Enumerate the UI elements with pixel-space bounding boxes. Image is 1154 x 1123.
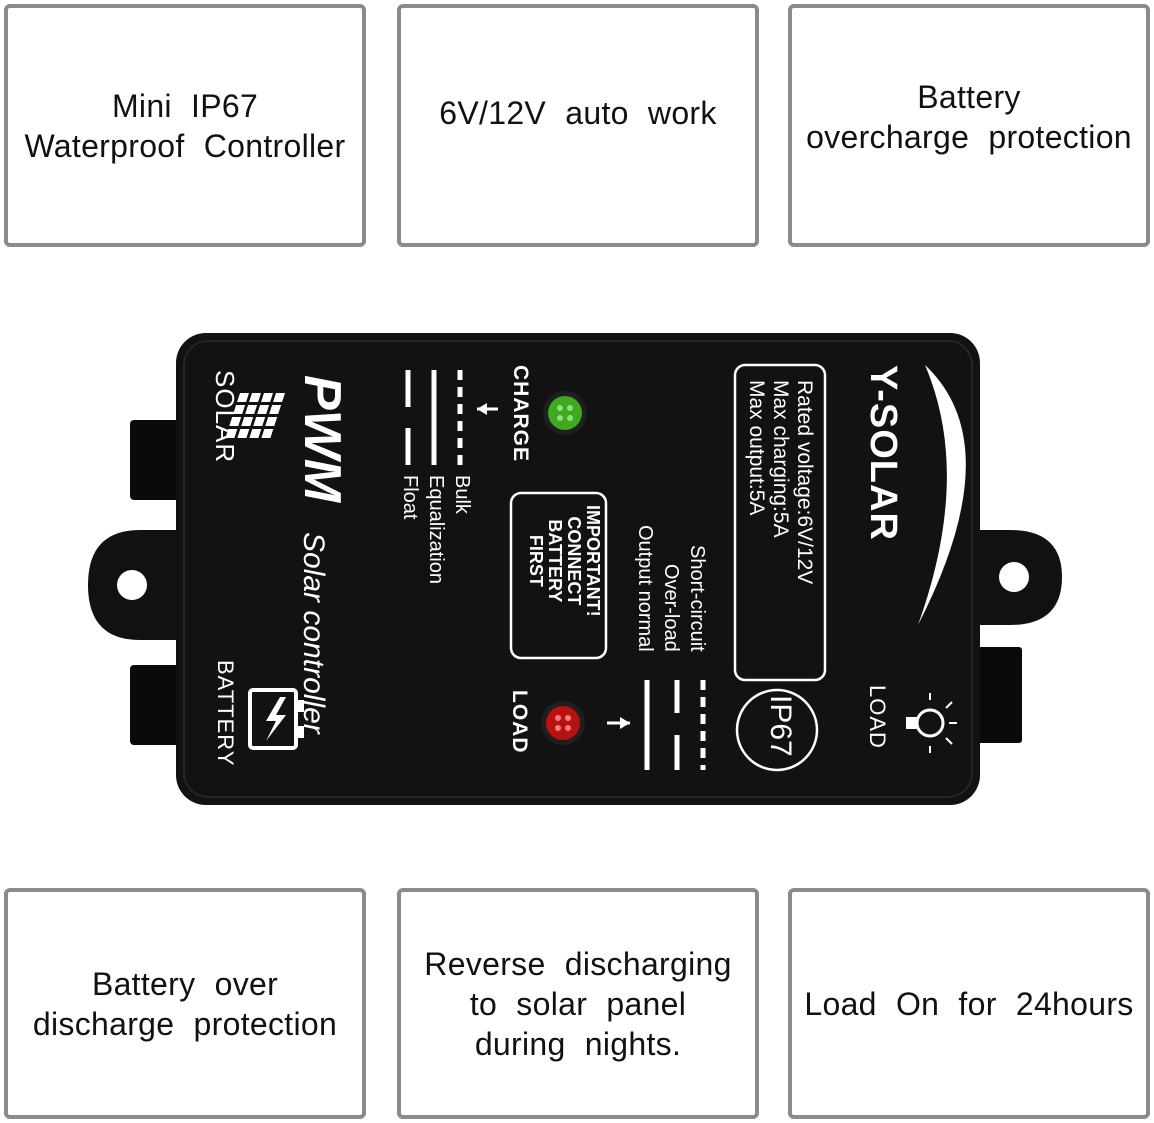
load-modes-label: Short-circuit Over-load Output normal: [632, 525, 710, 652]
rated-voltage-spec: Rated voltage:6V/12V: [793, 380, 816, 585]
arrow-icon: [477, 403, 498, 415]
solar-panel-icon: [225, 393, 285, 438]
warning-line: CONNECT: [564, 516, 584, 606]
battery-port-label: BATTERY: [213, 660, 238, 767]
specs-frame: [733, 363, 827, 682]
solar-connector: [130, 420, 190, 500]
product-type-label: PWM: [293, 375, 351, 503]
warning-line: BATTERY: [545, 519, 565, 603]
over-load-label: Over-load: [660, 563, 682, 652]
ip67-badge-circle: [735, 688, 819, 772]
battery-icon: [248, 688, 304, 750]
feature-box-overcharge: Battery overcharge protection: [788, 4, 1150, 247]
right-mount-hole: [999, 562, 1029, 592]
equalization-label: Equalization: [425, 475, 447, 584]
feature-text: discharge protection: [32, 1005, 338, 1042]
warning-line: FIRST: [526, 534, 546, 587]
feature-text: Load On for 24hours: [804, 985, 1134, 1022]
controller-casing: [176, 333, 980, 805]
feature-text: Mini IP67: [111, 87, 259, 124]
feature-text: Reverse discharging: [424, 945, 732, 982]
max-output-spec: Max output:5A: [745, 380, 768, 516]
feature-text: Battery: [917, 78, 1021, 115]
warning-line: IMPORTANT!: [583, 505, 603, 617]
feature-text: overcharge protection: [806, 118, 1132, 155]
feature-text: Battery over: [91, 965, 279, 1002]
warning-label: IMPORTANT! CONNECT BATTERY FIRST: [526, 505, 603, 617]
load-led-label: LOAD: [508, 690, 531, 754]
logo-swoosh: [918, 365, 966, 625]
bulk-label: Bulk: [451, 475, 473, 514]
arrow-icon: [607, 717, 630, 729]
feature-box-reverse-discharge: Reverse discharging to solar panel durin…: [397, 888, 759, 1119]
left-mount-hole: [117, 570, 147, 600]
feature-text: during nights.: [474, 1025, 682, 1062]
specs-label: Rated voltage:6V/12V Max charging:5A Max…: [744, 380, 816, 584]
charge-led-label: CHARGE: [509, 365, 532, 463]
short-circuit-label: Short-circuit: [686, 545, 708, 652]
warning-frame: [509, 491, 608, 660]
load-connector: [970, 647, 1022, 743]
charge-modes-label: Bulk Equalization Float: [397, 475, 475, 584]
brand-logo: Y-SOLAR: [862, 365, 904, 541]
max-charging-spec: Max charging:5A: [769, 380, 792, 538]
output-normal-label: Output normal: [634, 525, 656, 652]
solar-port-label: SOLAR: [210, 370, 240, 464]
load-led: [546, 706, 580, 740]
feature-text: Waterproof Controller: [24, 127, 346, 164]
feature-text: to solar panel: [469, 985, 687, 1022]
feature-box-auto-voltage: 6V/12V auto work: [397, 4, 759, 247]
feature-text: 6V/12V auto work: [439, 94, 717, 131]
float-label: Float: [399, 475, 421, 520]
bulb-icon: [906, 693, 957, 753]
charge-led: [548, 396, 582, 430]
load-port-label: LOAD: [865, 685, 890, 749]
controller-body-graphic: [88, 333, 1062, 805]
feature-box-waterproof: Mini IP67 Waterproof Controller: [4, 4, 366, 247]
ip67-label: IP67: [764, 695, 797, 757]
battery-connector: [130, 665, 190, 745]
solar-controller-device: SOLAR BATTERY PWM Solar controller Bulk …: [80, 325, 1070, 815]
feature-box-load-on: Load On for 24hours: [788, 888, 1150, 1119]
product-name-label: Solar controller: [297, 532, 330, 734]
feature-box-overdischarge: Battery over discharge protection: [4, 888, 366, 1119]
